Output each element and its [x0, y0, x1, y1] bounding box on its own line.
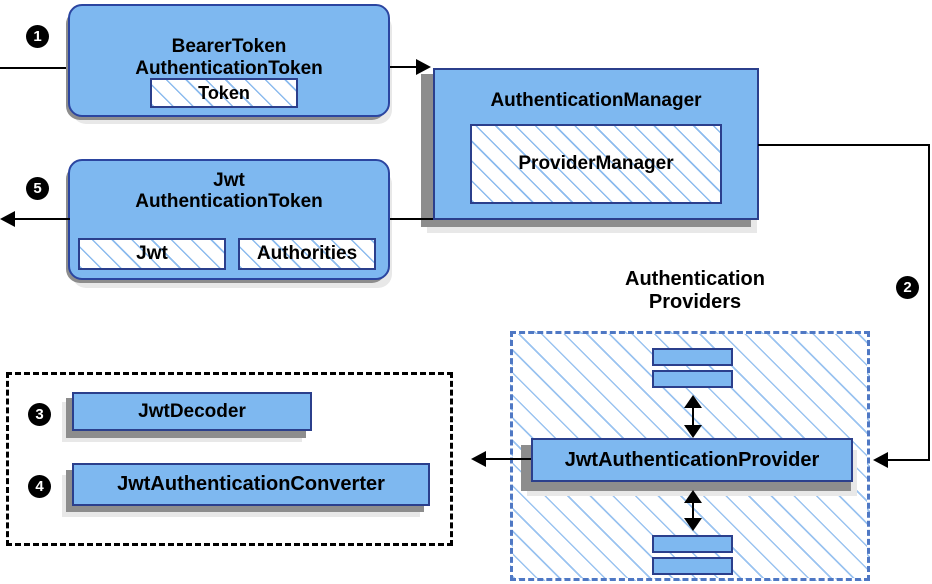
step-badge-2-label: 2 — [903, 279, 912, 296]
slot-token: Token — [150, 78, 298, 108]
node-authentication-manager-title: AuthenticationManager — [490, 90, 702, 111]
step-badge-5-label: 5 — [33, 180, 42, 197]
node-jwt-authentication-converter[interactable]: JwtAuthenticationConverter — [72, 463, 430, 506]
node-jwt-authentication-provider-title: JwtAuthenticationProvider — [564, 448, 820, 471]
node-jwt-decoder[interactable]: JwtDecoder — [72, 392, 312, 431]
step-badge-2: 2 — [896, 276, 919, 299]
step-badge-4-label: 4 — [35, 478, 44, 495]
provider-placeholder-bottom-1 — [652, 535, 733, 553]
provider-inbound-line — [888, 459, 930, 461]
slot-provider-manager: ProviderManager — [470, 124, 722, 204]
step-badge-1: 1 — [26, 25, 49, 48]
slot-token-label: Token — [198, 82, 250, 103]
provider-placeholder-bottom-2 — [652, 557, 733, 575]
step-badge-3-label: 3 — [35, 406, 44, 423]
node-bearer-token-title: BearerToken AuthenticationToken — [135, 36, 323, 79]
group-jwt-support — [6, 372, 453, 546]
node-jwt-authentication-token-title: Jwt AuthenticationToken — [135, 170, 323, 213]
bearer-to-manager-line — [390, 66, 418, 68]
provider-placeholder-top-2 — [652, 370, 733, 388]
step-badge-1-label: 1 — [33, 28, 42, 45]
provider-link-top-line — [692, 400, 694, 430]
provider-link-top-arrow-down — [684, 425, 702, 438]
node-jwt-decoder-title: JwtDecoder — [138, 400, 246, 422]
inbound-request-line — [0, 67, 70, 69]
step-badge-5: 5 — [26, 177, 49, 200]
provider-to-jwt-support-line — [486, 458, 531, 460]
outbound-response-arrowhead — [0, 211, 15, 227]
authentication-providers-label: Authentication Providers — [625, 268, 765, 313]
provider-inbound-arrowhead — [873, 452, 888, 468]
manager-to-jwt-token-line — [390, 218, 433, 220]
slot-authorities: Authorities — [238, 238, 376, 270]
provider-to-jwt-support-arrowhead — [471, 451, 486, 467]
node-jwt-authentication-provider[interactable]: JwtAuthenticationProvider — [531, 438, 853, 482]
manager-to-provider-line-horizontal — [758, 144, 930, 146]
provider-placeholder-top-1 — [652, 348, 733, 366]
manager-to-provider-line-vertical — [928, 144, 930, 460]
provider-link-bottom-line — [692, 495, 694, 523]
slot-provider-manager-label: ProviderManager — [518, 153, 674, 174]
step-badge-3: 3 — [28, 403, 51, 426]
slot-jwt: Jwt — [78, 238, 226, 270]
slot-authorities-label: Authorities — [256, 243, 358, 264]
slot-jwt-label: Jwt — [136, 243, 168, 264]
outbound-response-line — [15, 218, 70, 220]
bearer-to-manager-arrowhead — [416, 59, 431, 75]
provider-link-bottom-arrow-down — [684, 518, 702, 531]
node-jwt-authentication-converter-title: JwtAuthenticationConverter — [117, 473, 385, 496]
step-badge-4: 4 — [28, 475, 51, 498]
